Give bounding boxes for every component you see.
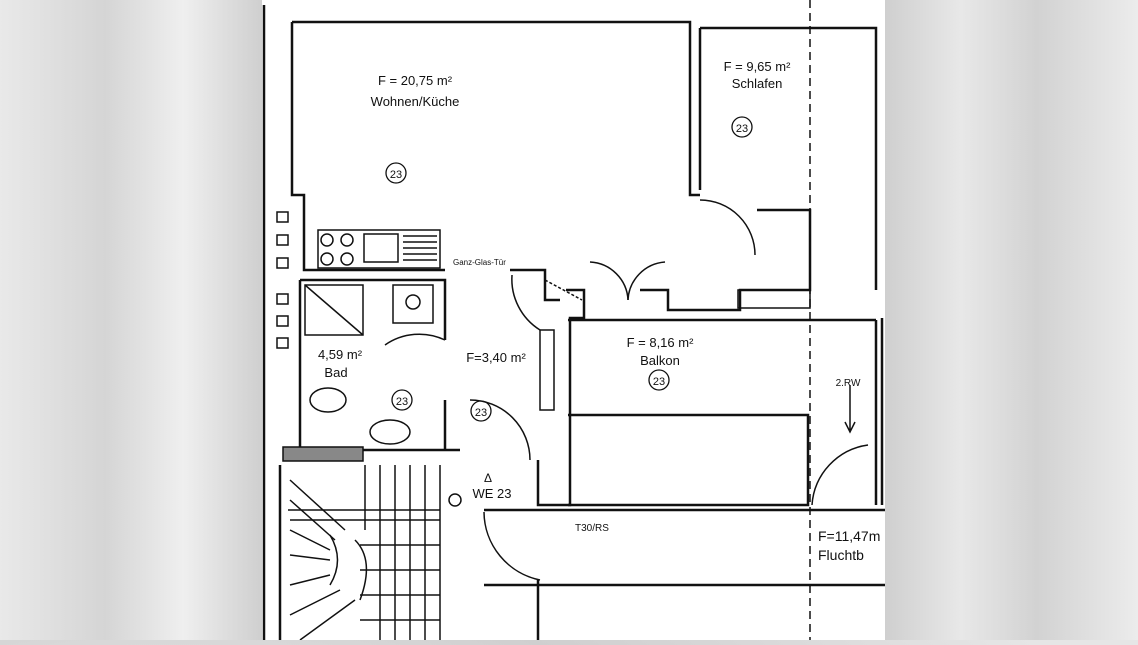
blurred-background-right: [885, 0, 1138, 640]
flucht-name: Fluchtb: [818, 547, 864, 563]
balkon-area: F = 8,16 m²: [627, 335, 694, 350]
wohnen-name: Wohnen/Küche: [371, 94, 460, 109]
walls: [262, 5, 885, 640]
bad-unit: 23: [396, 396, 408, 408]
bad-area: 4,59 m²: [318, 347, 363, 362]
fixtures: [276, 211, 811, 641]
schlafen-area: F = 9,65 m²: [724, 59, 791, 74]
doors: [384, 199, 869, 581]
glass-door-label: Ganz-Glas-Tür: [453, 258, 506, 267]
bad-name: Bad: [324, 365, 347, 380]
entry-marker: Δ: [484, 471, 492, 485]
schlafen-name: Schlafen: [732, 76, 783, 91]
flur-unit: 23: [475, 407, 487, 419]
schlafen-unit: 23: [736, 123, 748, 135]
entry-label: WE 23: [472, 486, 511, 501]
wohnen-unit: 23: [390, 169, 402, 181]
escape-route-label: 2.RW: [836, 378, 861, 389]
unit-markers: [385, 116, 753, 422]
balkon-name: Balkon: [640, 353, 680, 368]
flucht-area: F=11,47m: [818, 528, 880, 544]
blurred-background-left: [0, 0, 262, 640]
wohnen-area: F = 20,75 m²: [378, 73, 453, 88]
flur-area: F=3,40 m²: [466, 350, 526, 365]
floor-plan-drawing: F = 20,75 m² Wohnen/Küche 23 F = 9,65 m²…: [262, 0, 885, 641]
fire-door-label: T30/RS: [575, 523, 609, 534]
balkon-unit: 23: [653, 376, 665, 388]
floor-plan: F = 20,75 m² Wohnen/Küche 23 F = 9,65 m²…: [262, 0, 885, 641]
